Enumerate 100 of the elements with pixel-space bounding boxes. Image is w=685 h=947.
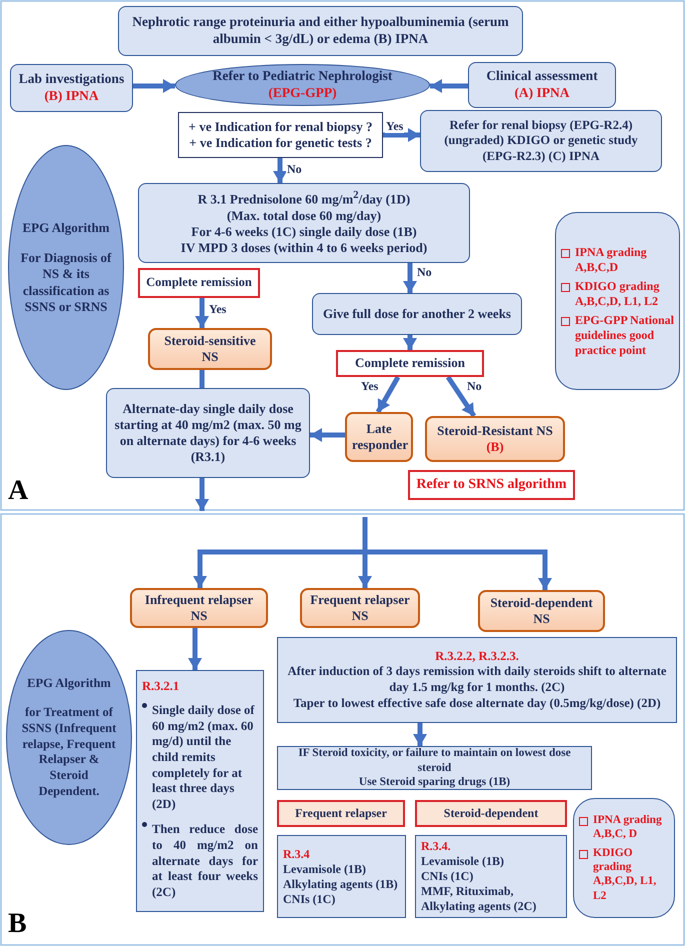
arrow — [413, 723, 427, 746]
arrow — [195, 298, 209, 328]
panel-letter: B — [8, 910, 27, 938]
box-text: Steroid-dependent NS — [489, 594, 594, 628]
decision-box — [336, 350, 484, 377]
process-box — [118, 6, 523, 56]
edge-label: No — [286, 163, 303, 176]
box-text: After induction of 3 days remission with daily steroids shift to alternate day 1.5 mg/kg for 1 months. (2C) — [286, 664, 668, 696]
treatment-box — [277, 637, 677, 723]
box-text: (B) IPNA — [44, 88, 99, 105]
box-text: Then reduce dose to 40 mg/m2 on alternate days for at least four weeks (2C) — [152, 822, 258, 901]
box-text: MMF, Rituximab, Alkylating agents (2C) — [421, 884, 538, 914]
process-box — [468, 62, 616, 108]
box-text: + ve Indication for genetic tests ? — [189, 135, 372, 152]
box-text: Late responder — [352, 420, 406, 454]
arrow — [430, 79, 468, 93]
box-text: Steroid-dependent — [444, 806, 538, 821]
process-box — [138, 183, 470, 263]
arrow — [403, 263, 417, 293]
category-box — [300, 588, 420, 628]
category-box — [130, 588, 268, 628]
box-text: Refer to SRNS algorithm — [416, 476, 567, 494]
arrow — [376, 376, 400, 414]
edge-label: No — [466, 380, 483, 394]
box-text: Steroid-Resistant NS — [437, 422, 553, 439]
edge-label: No — [416, 266, 433, 280]
box-text: Frequent relapser NS — [309, 592, 411, 624]
box-text: Lab investigations — [18, 71, 124, 88]
box-text: Clinical assessment — [486, 68, 598, 85]
decision-box — [178, 112, 383, 158]
category-label-box — [415, 800, 567, 827]
legend-box — [573, 798, 675, 918]
arrow — [188, 628, 202, 670]
treatment-box — [415, 835, 567, 918]
box-text: IPNA grading A,B,C, D — [593, 812, 663, 842]
box-text: EPG-GPP National guidelines good practice point — [575, 312, 674, 358]
box-text: Levamisole (1B) — [283, 862, 367, 876]
box-text: IV MPD 3 doses (within 4 to 6 weeks period) — [180, 240, 428, 257]
box-text: (EPG-GPP) — [268, 85, 337, 102]
box-text: Alternate-day single daily dose starting at 40 mg/m2 (max. 50 mg on alternate days) for 4-6 weeks (R3.1) — [114, 400, 302, 466]
category-box — [478, 590, 605, 632]
process-box — [312, 293, 522, 335]
box-text: Nephrotic range proteinuria and either hypoalbuminemia (serum albumin < 3g/dL) or edema (B) IPNA — [131, 14, 510, 48]
box-text: Give full dose for another 2 weeks — [322, 306, 511, 322]
treatment-box — [136, 670, 264, 912]
box-text: Complete remission — [355, 355, 465, 372]
box-text: KDIGO grading A,B,C,D, L1, L2 — [575, 278, 660, 308]
arrow — [403, 335, 417, 350]
arrow — [133, 79, 175, 93]
box-text: EPG Algorithm — [21, 220, 111, 236]
decision-box — [138, 268, 260, 298]
process-box — [277, 746, 592, 790]
edge-label: Yes — [385, 120, 404, 134]
box-text: Complete remission — [146, 275, 252, 291]
box-text: Frequent relapser — [295, 806, 387, 821]
box-text: Refer to Pediatric Nephrologist — [212, 68, 392, 85]
box-text: (B) — [486, 439, 504, 456]
action-box — [408, 470, 575, 500]
result-box — [345, 412, 413, 462]
box-text: KDIGO grading A,B,C,D, L1, L2 — [593, 846, 658, 904]
box-text: + ve Indication for renal biopsy ? — [188, 118, 372, 135]
box-text: (Max. total dose 60 mg/day) — [226, 208, 382, 224]
arrow — [383, 128, 420, 142]
box-text: IPNA grading A,B,C,D — [575, 244, 648, 274]
box-text: EPG Algorithm — [26, 676, 112, 692]
edge-label: Yes — [208, 303, 228, 316]
category-label-box — [277, 800, 405, 827]
box-text: (A) IPNA — [514, 85, 570, 102]
box-text: Taper to lowest effective safe dose alternate day (0.5mg/kg/dose) (2D) — [293, 696, 661, 712]
box-text: R.3.2.1 — [142, 679, 180, 696]
result-box — [148, 328, 272, 370]
box-text: CNIs (1C) — [283, 892, 336, 906]
box-text: CNIs (1C) — [421, 869, 474, 884]
process-box — [106, 388, 310, 478]
box-text: Refer for renal biopsy (EPG-R2.4) (ungraded) KDIGO or genetic study (EPG-R2.3) (C) IPNA — [443, 118, 639, 164]
legend-box — [555, 212, 680, 390]
box-text: For 4-6 weeks (1C) single daily dose (1B) — [191, 224, 417, 240]
connector-line — [200, 370, 204, 388]
box-text: for Treatment of SSNS (Infrequent relapse, Frequent Relapser & Steroid Dependent. — [20, 705, 118, 800]
box-text: IF Steroid toxicity, or failure to maintain on lowest dose steroid — [297, 746, 572, 776]
box-text: Alkylating agents (1B) — [283, 876, 399, 892]
arrow — [273, 158, 287, 183]
box-text: For Diagnosis of NS & its classification as SSNS or SRNS — [20, 250, 112, 316]
box-text: Steroid-sensitive NS — [163, 332, 257, 366]
box-text: R.3.4. — [421, 839, 452, 854]
arrow — [446, 376, 476, 418]
panel-letter: A — [8, 477, 28, 505]
edge-label: Yes — [360, 380, 380, 394]
treatment-box — [277, 835, 406, 918]
box-text: R 3.1 Prednisolone 60 mg/m$^{2}$/day (1D) — [198, 189, 410, 208]
box-text: Levamisole (1B) — [421, 854, 505, 869]
box-text: R.3.4 — [283, 846, 311, 862]
box-text: Single daily dose of 60 mg/m2 (max. 60 mg/d) until the child remits completely for at least three days (2D) — [152, 703, 256, 812]
result-box — [425, 416, 565, 462]
box-text: Use Steroid sparing drugs (1B) — [358, 775, 510, 790]
box-text: Infrequent relapser NS — [144, 592, 254, 624]
arrow — [310, 428, 345, 442]
arrow — [195, 478, 209, 511]
process-box — [420, 110, 662, 172]
process-box — [10, 64, 133, 112]
